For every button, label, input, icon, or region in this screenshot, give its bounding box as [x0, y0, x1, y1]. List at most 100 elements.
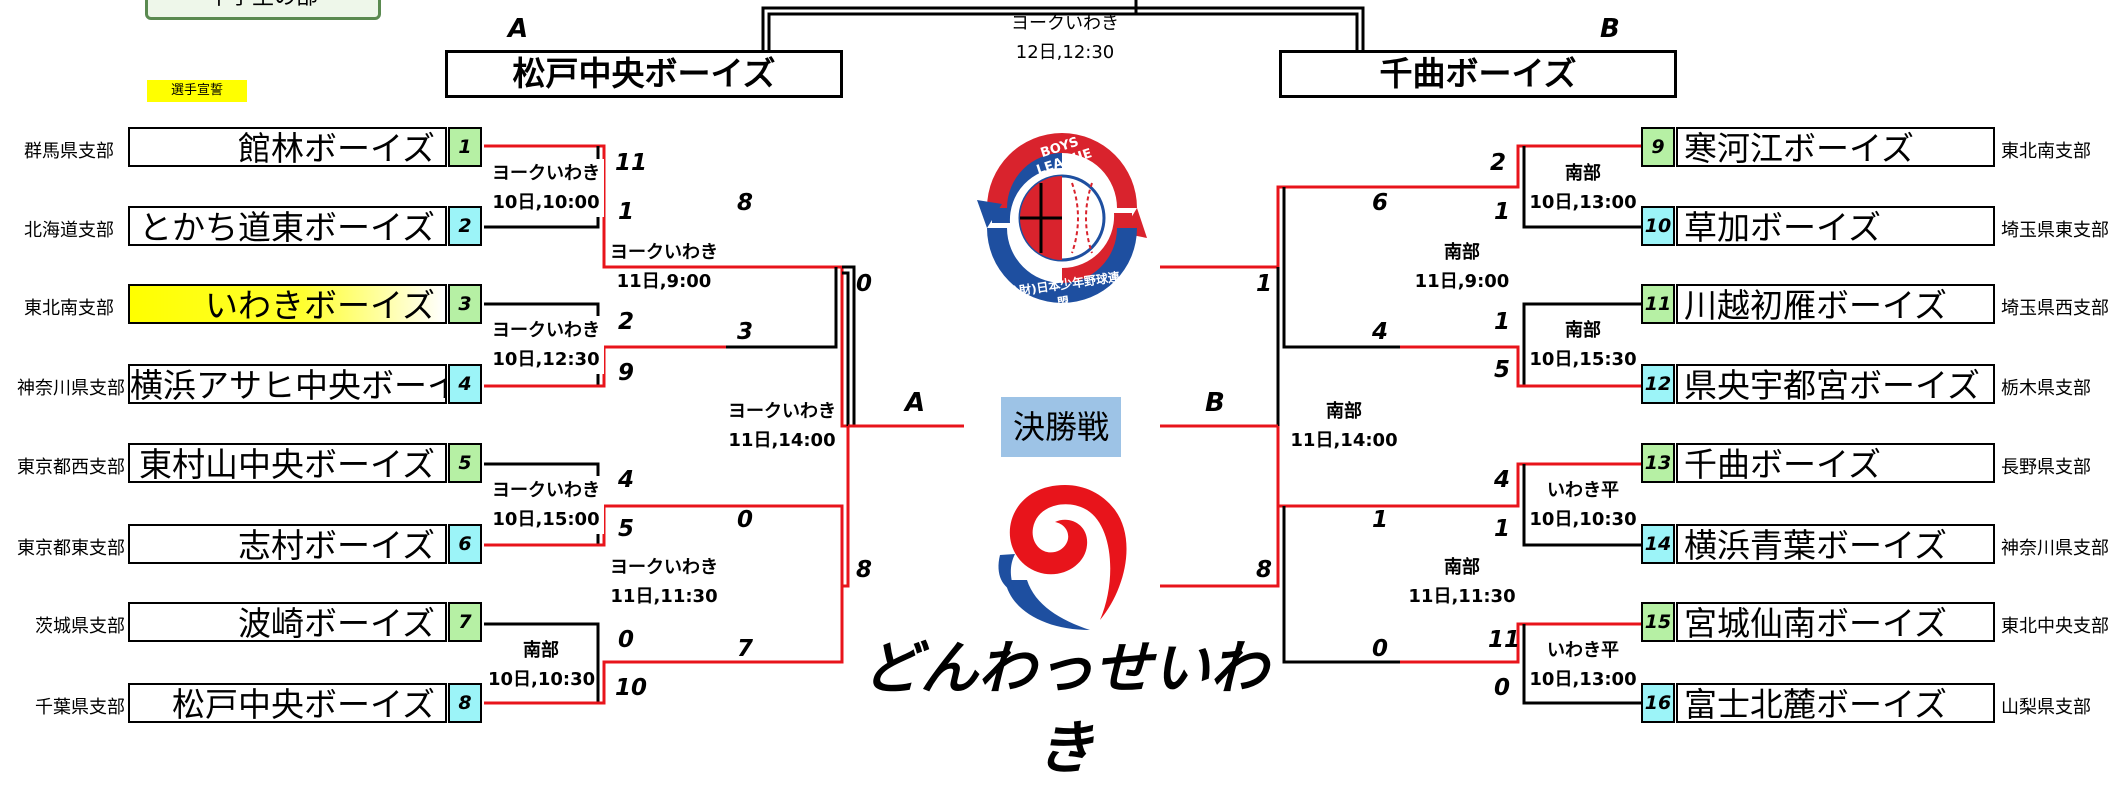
right-branch-12: 栃木県支部	[2001, 378, 2091, 399]
left-team-4: 横浜アサヒ中央ボーイズ	[128, 364, 447, 404]
right-r2-match-2: 南部 11日,11:30	[1404, 553, 1520, 611]
right-r2-1-score-top: 6	[1372, 190, 1389, 216]
final-schedule: ヨークいわき 12日,12:30	[980, 9, 1150, 67]
b-marker: B	[1205, 388, 1225, 418]
right-seed-10: 10	[1641, 206, 1675, 246]
r-r1-3-bottom	[1522, 464, 1674, 547]
match-venue: ヨークいわき	[492, 320, 600, 341]
right-r2-1-score-bottom: 4	[1372, 319, 1389, 345]
match-venue: 南部	[1444, 557, 1480, 578]
left-r1-match-1: ヨークいわき 10日,10:00	[488, 159, 604, 217]
left-r2-match-1: ヨークいわき 11日,9:00	[606, 238, 722, 296]
right-team-12: 県央宇都宮ボーイズ	[1676, 364, 1995, 404]
match-date: 10日,10:00	[492, 192, 600, 213]
bracket-lines	[484, 0, 1674, 705]
match-date: 11日,11:30	[1408, 586, 1516, 607]
match-venue: ヨークいわき	[610, 242, 718, 263]
match-date: 10日,13:00	[1529, 192, 1637, 213]
r-r1-1-top	[1400, 144, 1674, 189]
right-r1-match-1: 南部 10日,13:00	[1528, 159, 1638, 217]
left-r1-match-3: ヨークいわき 10日,15:00	[488, 476, 604, 534]
right-team-16: 富士北麓ボーイズ	[1676, 683, 1995, 723]
right-r1-4-score-bottom: 0	[1494, 675, 1511, 701]
block-b-winner: 千曲ボーイズ	[1279, 50, 1677, 98]
right-r3-match: 南部 11日,14:00	[1286, 397, 1402, 455]
right-r2-match-1: 南部 11日,9:00	[1404, 238, 1520, 296]
right-branch-15: 東北中央支部	[2001, 616, 2109, 637]
right-r1-2-score-bottom: 5	[1494, 357, 1511, 383]
left-r3-match: ヨークいわき 11日,14:00	[724, 397, 840, 455]
final-connector-left-inner	[767, 12, 1136, 50]
right-r2-2-score-top: 1	[1372, 507, 1389, 533]
division-label: 中学生の部	[208, 0, 318, 10]
left-r1-2-score-top: 2	[618, 309, 635, 335]
right-r1-4-score-top: 11	[1488, 627, 1521, 653]
right-r1-3-score-bottom: 1	[1494, 516, 1511, 542]
l-r3-bracket-bottom	[842, 426, 850, 588]
right-seed-13: 13	[1641, 443, 1675, 483]
left-team-1: 館林ボーイズ	[128, 127, 447, 167]
right-seed-11: 11	[1641, 284, 1675, 324]
left-branch-1: 群馬県支部	[24, 141, 114, 162]
block-a-label: A	[508, 14, 529, 44]
left-seed-7: 7	[448, 602, 482, 642]
final-connector-left	[761, 6, 1136, 50]
match-venue: 南部	[1565, 320, 1601, 341]
semifinal-label: 決勝戦	[1012, 408, 1109, 446]
left-seed-6: 6	[448, 524, 482, 564]
match-date: 10日,12:30	[492, 349, 600, 370]
match-venue: ヨークいわき	[728, 401, 836, 422]
l-r3-bracket-top-inner	[842, 271, 850, 426]
left-r3-score-bottom: 8	[856, 557, 873, 583]
right-r3-score-top: 1	[1256, 271, 1273, 297]
match-date: 11日,11:30	[610, 586, 718, 607]
l-r1-3-bottom	[484, 504, 726, 547]
left-seed-2: 2	[448, 206, 482, 246]
right-r1-match-2: 南部 10日,15:30	[1528, 316, 1638, 374]
match-venue: 南部	[523, 640, 559, 661]
left-r2-2-score-top: 0	[737, 507, 754, 533]
left-seed-1: 1	[448, 127, 482, 167]
right-team-13: 千曲ボーイズ	[1676, 443, 1995, 483]
match-venue: 南部	[1326, 401, 1362, 422]
match-date: 11日,14:00	[728, 430, 836, 451]
r-r1-1-bottom	[1522, 146, 1674, 229]
left-seed-3: 3	[448, 284, 482, 324]
l-r1-4-top	[484, 622, 600, 703]
left-team-2: とかち道東ボーイズ	[128, 206, 447, 246]
left-r1-match-4: 南部 10日,10:30	[488, 636, 595, 694]
right-seed-14: 14	[1641, 524, 1675, 564]
right-seed-16: 16	[1641, 683, 1675, 723]
left-seed-4: 4	[448, 364, 482, 404]
event-logo: どんわっせいわき	[855, 480, 1275, 782]
left-branch-4: 神奈川県支部	[17, 378, 125, 399]
left-r2-2-score-bottom: 7	[737, 636, 754, 662]
match-venue: ヨークいわき	[492, 163, 600, 184]
right-seed-12: 12	[1641, 364, 1675, 404]
r-r2-2-bottom	[1282, 506, 1400, 664]
left-team-3: いわきボーイズ	[128, 284, 447, 324]
final-connector-right-inner	[1136, 12, 1359, 50]
match-date: 10日,13:00	[1529, 669, 1637, 690]
match-date: 10日,15:30	[1529, 349, 1637, 370]
l-r2-2-bottom	[726, 586, 844, 664]
r-r1-4-top	[1400, 622, 1674, 664]
right-team-11: 川越初雁ボーイズ	[1676, 284, 1995, 324]
block-b-label: B	[1600, 14, 1620, 44]
right-r1-3-score-top: 4	[1494, 467, 1511, 493]
right-seed-15: 15	[1641, 602, 1675, 642]
right-branch-10: 埼玉県東支部	[2001, 220, 2109, 241]
block-a-winner: 松戸中央ボーイズ	[445, 50, 843, 98]
left-r1-1-score-bottom: 1	[618, 199, 635, 225]
r-r1-4-bottom	[1522, 624, 1674, 705]
left-r1-match-2: ヨークいわき 10日,12:30	[488, 316, 604, 374]
a-marker: A	[905, 388, 926, 418]
match-venue: 南部	[1444, 242, 1480, 263]
left-r3-score-top: 0	[856, 271, 873, 297]
right-r1-1-score-bottom: 1	[1494, 199, 1511, 225]
left-team-7: 波崎ボーイズ	[128, 602, 447, 642]
left-r1-2-score-bottom: 9	[618, 360, 635, 386]
final-connector-right	[1136, 6, 1365, 50]
boys-league-logo: BOYS LEAGUE (公財)日本少年野球連盟	[972, 128, 1152, 310]
left-branch-8: 千葉県支部	[35, 697, 125, 718]
